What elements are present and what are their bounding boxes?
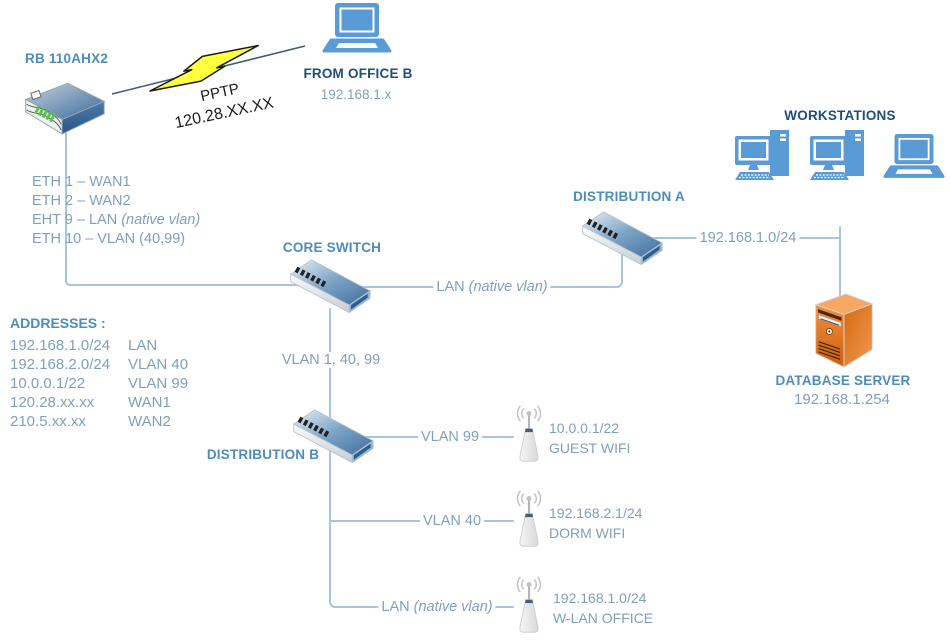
- eth-port-notes: ETH 1 – WAN1 ETH 2 – WAN2 EHT 9 – LAN (n…: [32, 173, 200, 249]
- office-b-ip: 192.168.1.x: [320, 87, 392, 102]
- router-icon: [20, 80, 108, 140]
- lightning-bolt-icon: [149, 44, 260, 92]
- database-server-label: DATABASE SERVER: [775, 373, 911, 388]
- distribution-b-icon: [287, 404, 379, 466]
- distribution-b-label: DISTRIBUTION B: [206, 447, 320, 462]
- workstation-desktop-icon-2: [808, 127, 872, 185]
- workstation-laptop-icon: [883, 133, 945, 181]
- ap-guest-wifi-name: GUEST WIFI: [549, 440, 631, 456]
- database-server-ip: 192.168.1.254: [794, 391, 890, 408]
- eth-note-2: ETH 2 – WAN2: [32, 193, 131, 209]
- office-b-label: FROM OFFICE B: [303, 66, 413, 81]
- ap-dorm-wifi-ip: 192.168.2.1/24: [549, 505, 643, 521]
- ap-dorm-wifi-caption: 192.168.2.1/24 DORM WIFI: [549, 503, 642, 543]
- link-label-vlan40: VLAN 40: [419, 513, 485, 529]
- workstation-desktop-icon-1: [733, 127, 797, 185]
- eth-note-4: ETH 10 – VLAN (40,99): [32, 231, 186, 247]
- core-switch-icon: [284, 254, 376, 316]
- router-label: RB 110AHX2: [25, 51, 109, 66]
- database-server-icon: [804, 288, 882, 374]
- ap-guest-wifi-caption: 10.0.0.1/22 GUEST WIFI: [549, 418, 630, 458]
- link-router-core: [65, 127, 323, 286]
- ap-wlan-office-ip: 192.168.1.0/24: [553, 590, 647, 606]
- ap-guest-wifi-ip: 10.0.0.1/22: [549, 420, 620, 436]
- ap-wlan-office-icon: [507, 574, 551, 637]
- link-label-core-vlans: VLAN 1, 40, 99: [278, 352, 384, 368]
- core-switch-label: CORE SWITCH: [282, 240, 382, 255]
- distribution-a-icon: [576, 206, 668, 268]
- link-label-dist-a-subnet: 192.168.1.0/24: [696, 230, 800, 246]
- link-core-dist-a: [361, 242, 623, 288]
- ap-wlan-office-name: W-LAN OFFICE: [553, 610, 654, 626]
- eth-note-3: EHT 9 – LAN (native vlan): [32, 212, 201, 228]
- addresses-title: ADDRESSES :: [10, 315, 106, 331]
- distribution-a-label: DISTRIBUTION A: [573, 189, 685, 204]
- eth-note-1: ETH 1 – WAN1: [32, 174, 131, 190]
- office-b-laptop-icon: [322, 2, 392, 56]
- ap-dorm-wifi-name: DORM WIFI: [549, 525, 626, 541]
- link-core-dist-b: [329, 308, 514, 608]
- ap-dorm-wifi-icon: [507, 488, 551, 551]
- workstations-label: WORKSTATIONS: [784, 108, 896, 123]
- ap-wlan-office-caption: 192.168.1.0/24 W-LAN OFFICE: [553, 588, 653, 628]
- link-label-lan-native-a: LAN (native vlan): [433, 279, 551, 295]
- link-label-vlan99: VLAN 99: [417, 429, 483, 445]
- link-label-lan-native-b: LAN (native vlan): [378, 599, 496, 615]
- ap-guest-wifi-icon: [507, 403, 551, 466]
